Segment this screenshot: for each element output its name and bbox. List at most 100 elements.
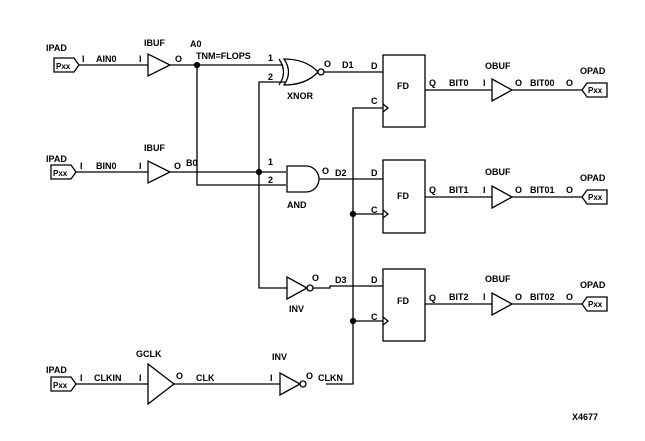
- inv-clk-out-pin: O: [306, 371, 313, 381]
- output-row-2: BIT2 OBUF I O BIT02 O OPAD Pxx: [425, 274, 608, 317]
- inv-out-pin: O: [312, 273, 319, 283]
- fd-2-q-pin: Q: [429, 293, 436, 303]
- obuf-1-symbol: [491, 184, 514, 210]
- ipad-b-pin: I: [80, 161, 83, 171]
- opad-2-symbol: [581, 296, 608, 312]
- xnor-bubble: [317, 68, 325, 76]
- opad-1-label: OPAD: [580, 173, 606, 183]
- xnor-pin1: 1: [268, 53, 273, 63]
- obuf-2-label: OBUF: [485, 274, 511, 284]
- xnor-label: XNOR: [287, 91, 314, 101]
- inv-clk-in-pin: I: [270, 373, 273, 383]
- ibuf-a-in-pin: I: [139, 54, 142, 64]
- net-bin0-label: BIN0: [96, 161, 117, 171]
- fd-0-clock-triangle: [382, 103, 390, 113]
- opad-2-pin: O: [566, 292, 573, 302]
- fd-0-d-pin: D: [371, 61, 378, 71]
- ipad-b-label: IPAD: [46, 154, 67, 164]
- obuf-1-out-pin: O: [515, 185, 522, 195]
- junction-clk-fd1: [349, 210, 357, 218]
- net-d3-label: D3: [335, 275, 347, 285]
- ipad-a-symbol: [53, 57, 80, 73]
- gclk-symbol: [147, 362, 176, 406]
- opad-1-text: Pxx: [588, 193, 603, 202]
- gclk-label: GCLK: [136, 349, 162, 359]
- net-bit02-label: BIT02: [530, 292, 555, 302]
- gclk-out-pin: O: [176, 371, 183, 381]
- fd-1-q-pin: Q: [429, 185, 436, 195]
- ipad-clk-pin: I: [80, 373, 83, 383]
- obuf-2-symbol: [491, 291, 514, 317]
- net-b0-label: B0: [186, 158, 198, 168]
- input-a-row: IPAD Pxx I AIN0 IBUF I O A0 TNM=FLOPS: [46, 38, 283, 78]
- fd-1-c-pin: C: [371, 205, 378, 215]
- net-a0-label: A0: [190, 39, 202, 49]
- ipad-clk-text: Pxx: [53, 381, 68, 390]
- xnor-body: [282, 58, 319, 86]
- junction-clk-fd2: [349, 317, 357, 325]
- obuf-0-label: OBUF: [485, 61, 511, 71]
- ibuf-a-out-pin: O: [175, 54, 182, 64]
- obuf-2-out-pin: O: [515, 292, 522, 302]
- fd-1-clock-triangle: [382, 209, 390, 219]
- inv-bubble: [306, 284, 314, 292]
- wire-b0-to-inv: [258, 172, 287, 289]
- flop-0: FD D C Q: [371, 54, 436, 128]
- ibuf-b-out-pin: O: [174, 161, 181, 171]
- obuf-1-in-pin: I: [483, 185, 486, 195]
- opad-0-symbol: [581, 82, 608, 98]
- inv-gate: INV O: [286, 273, 319, 314]
- inv-clk-symbol: [279, 371, 302, 397]
- fd-1-d-pin: D: [371, 168, 378, 178]
- xnor-gate: 1 2 XNOR O: [268, 53, 331, 101]
- fd-2-clock-triangle: [382, 316, 390, 326]
- ibuf-a-symbol: [147, 52, 172, 78]
- inv-clk-bubble: [299, 380, 307, 388]
- and-pin1: 1: [268, 157, 273, 167]
- opad-2-label: OPAD: [580, 280, 606, 290]
- xnor-out-pin: O: [324, 59, 331, 69]
- fd-2-c-pin: C: [371, 312, 378, 322]
- ipad-a-text: Pxx: [56, 62, 71, 71]
- clock-input-row: IPAD Pxx I CLKIN GCLK I O CLK INV I O CL…: [46, 349, 343, 406]
- ibuf-b-label: IBUF: [144, 143, 165, 153]
- wire-d3: [313, 285, 383, 289]
- obuf-0-symbol: [491, 77, 514, 103]
- fd-0-box: [382, 54, 426, 128]
- net-bit1-label: BIT1: [449, 185, 469, 195]
- opad-1-pin: O: [566, 185, 573, 195]
- opad-2-text: Pxx: [588, 300, 603, 309]
- fd-2-box: [382, 268, 426, 342]
- and-pin2: 2: [268, 175, 273, 185]
- ipad-a-label: IPAD: [46, 43, 67, 53]
- net-bit2-label: BIT2: [449, 292, 469, 302]
- and-out-pin: O: [322, 166, 329, 176]
- opad-0-text: Pxx: [588, 86, 603, 95]
- opad-0-label: OPAD: [580, 66, 606, 76]
- net-clkin-label: CLKIN: [94, 373, 122, 383]
- fd-2-label: FD: [397, 296, 409, 306]
- obuf-0-in-pin: I: [483, 78, 486, 88]
- fd-1-label: FD: [397, 191, 409, 201]
- fd-2-d-pin: D: [371, 275, 378, 285]
- net-d1-label: D1: [342, 60, 354, 70]
- and-body: [286, 165, 320, 193]
- ipad-b-text: Pxx: [53, 169, 68, 178]
- figure-id: X4677: [572, 412, 598, 422]
- ibuf-a-label: IBUF: [144, 38, 165, 48]
- xnor-input-curve: [278, 58, 285, 86]
- output-row-1: BIT1 OBUF I O BIT01 O OPAD Pxx: [425, 167, 608, 210]
- wire-b0-to-xnor: [258, 81, 285, 172]
- fd-0-label: FD: [397, 81, 409, 91]
- net-clkn-label: CLKN: [318, 373, 343, 383]
- inv-clk-label: INV: [272, 352, 287, 362]
- net-bit01-label: BIT01: [530, 185, 555, 195]
- net-clk-label: CLK: [196, 373, 215, 383]
- obuf-0-out-pin: O: [515, 78, 522, 88]
- and-label: AND: [287, 200, 307, 210]
- obuf-2-in-pin: I: [483, 292, 486, 302]
- net-bit0-label: BIT0: [449, 78, 469, 88]
- ipad-a-pin: I: [82, 54, 85, 64]
- ibuf-b-in-pin: I: [139, 161, 142, 171]
